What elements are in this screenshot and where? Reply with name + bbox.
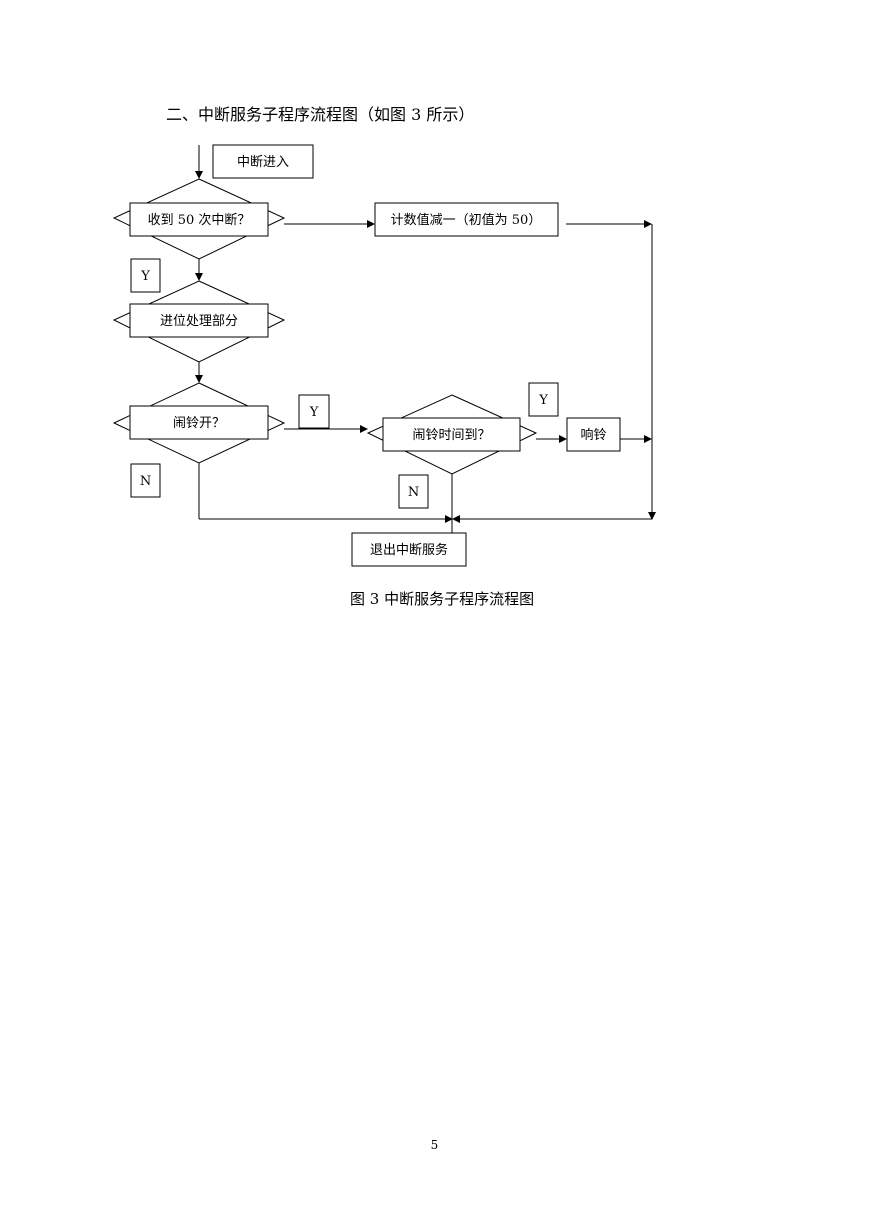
node-exit: 退出中断服务 [351,532,467,567]
node-decrement: 计数值减一（初值为 50） [374,202,559,237]
decision-alarm-time-label: 闹铃时间到？ [412,428,490,443]
node-entry: 中断进入 [212,144,314,179]
node-ring: 响铃 [566,417,621,452]
arrowhead [644,220,652,228]
node-exit-label: 退出中断服务 [370,542,448,558]
arrowhead [445,515,453,523]
section-heading: 二、中断服务子程序流程图（如图 3 所示） [166,105,475,124]
decision-alarm-time: 闹铃时间到？ [366,394,538,475]
node-ring-label: 响铃 [580,427,606,443]
svg-text:N: N [408,485,419,500]
decision-alarm-on-label: 闹铃开？ [173,416,225,431]
edge-label-alarm-on-no: N [130,463,161,498]
arrowhead [559,435,567,443]
edge-label-alarm-on-yes: Y [298,394,330,429]
page-number: 5 [430,1138,439,1152]
node-decrement-label: 计数值减一（初值为 50） [391,212,542,228]
arrowhead [644,435,652,443]
arrowhead [648,512,656,520]
arrowhead [195,375,203,383]
svg-text:N: N [140,474,151,489]
connectors [195,145,656,533]
arrowhead [195,273,203,281]
edge-label-alarm-time-no: N [398,474,429,509]
node-carry-label: 进位处理部分 [160,314,238,329]
edge-label-alarm-time-yes: Y [528,382,559,417]
svg-text:Y: Y [309,405,319,420]
decision-alarm-on: 闹铃开？ [112,382,286,464]
svg-text:Y: Y [538,393,548,408]
edge-label-check-50-yes: Y [130,258,161,293]
arrowhead [360,425,368,433]
figure-caption: 图 3 中断服务子程序流程图 [350,590,535,608]
arrowhead [195,171,203,179]
arrowhead [452,515,460,523]
svg-text:Y: Y [140,269,150,284]
decision-check-50-label: 收到 50 次中断？ [148,212,251,228]
arrowhead [367,220,375,228]
decision-check-50: 收到 50 次中断？ [112,178,286,260]
node-carry: 进位处理部分 [112,280,286,363]
node-entry-label: 中断进入 [237,155,289,170]
